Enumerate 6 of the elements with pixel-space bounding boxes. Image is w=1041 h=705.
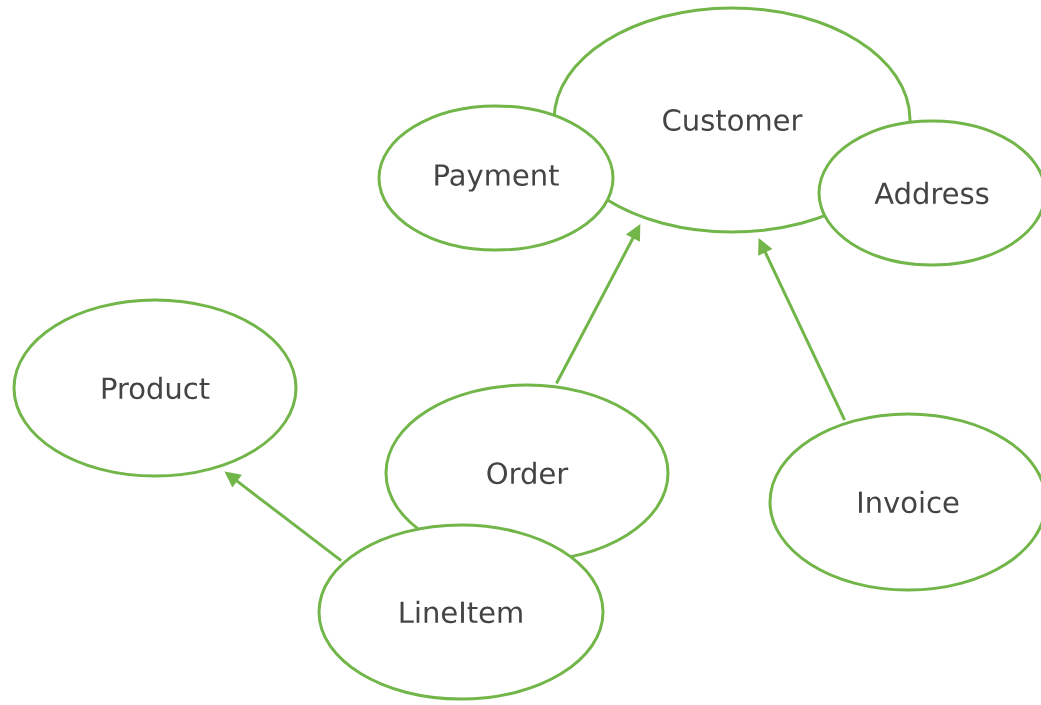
ellipse-node: LineItem (317, 523, 605, 701)
ellipse-node: Payment (377, 104, 615, 252)
node-label: LineItem (400, 600, 522, 624)
ellipse-node: Address (817, 119, 1041, 267)
ellipse-node: Product (12, 298, 298, 478)
ellipse-node: Order (384, 383, 670, 563)
